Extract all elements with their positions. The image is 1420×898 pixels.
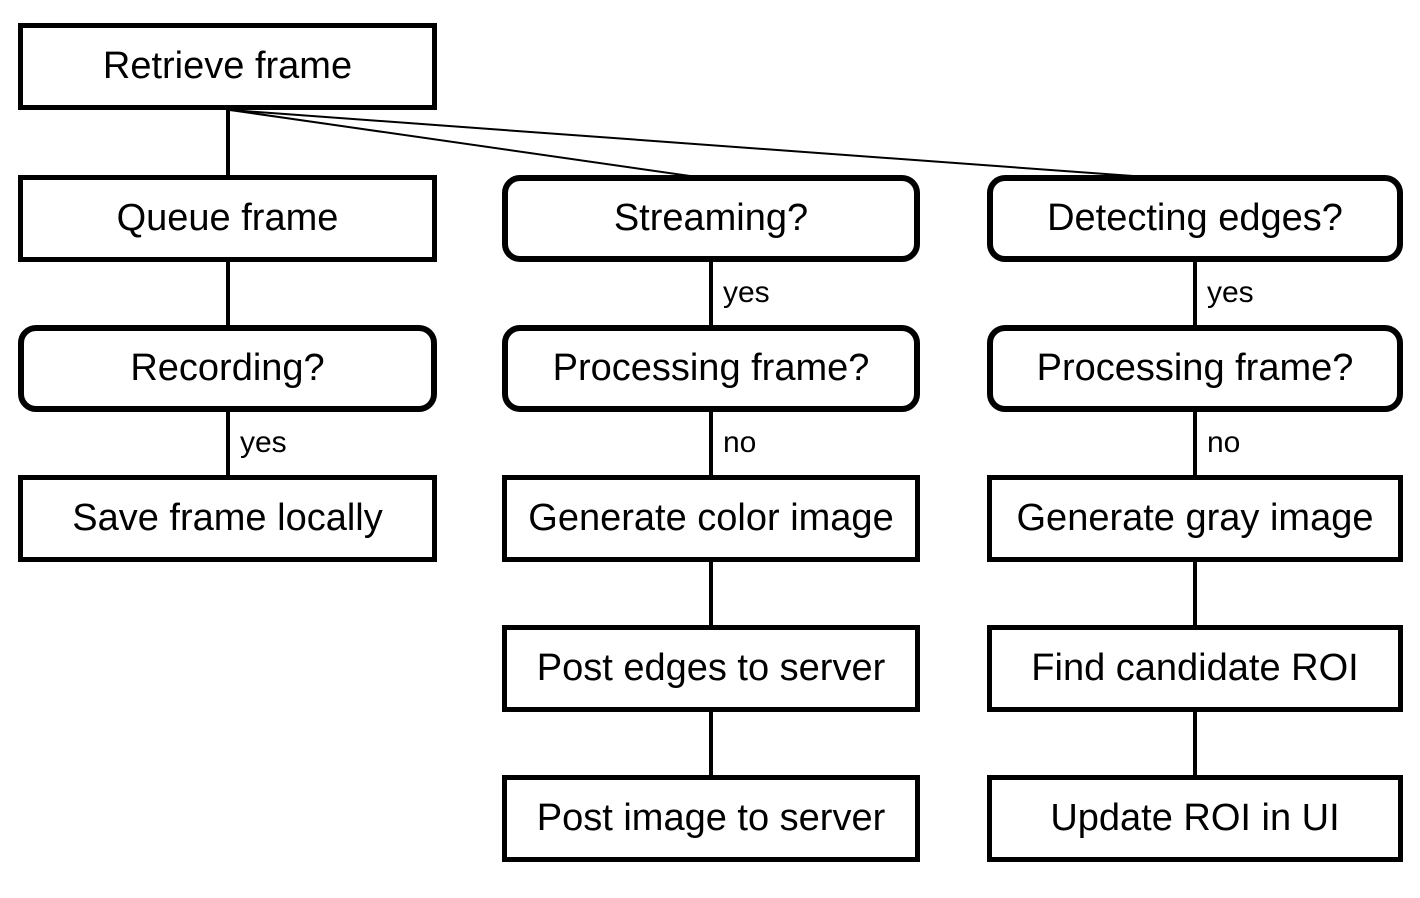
node-detecting-edges: Detecting edges? <box>987 175 1403 262</box>
edge-label-processing-detecting-no: no <box>1207 426 1241 459</box>
edge-label-detecting-yes: yes <box>1207 276 1254 309</box>
edge-retrieve-frame-to-streaming <box>229 109 691 177</box>
node-processing-frame-detecting: Processing frame? <box>987 325 1403 412</box>
node-retrieve-frame: Retrieve frame <box>18 23 437 110</box>
node-processing-frame-streaming: Processing frame? <box>502 325 920 412</box>
node-streaming: Streaming? <box>502 175 920 262</box>
node-find-candidate-roi: Find candidate ROI <box>987 625 1403 712</box>
node-update-roi-in-ui: Update ROI in UI <box>987 775 1403 862</box>
edge-label-streaming-yes: yes <box>723 276 770 309</box>
edge-label-recording-yes: yes <box>240 426 287 459</box>
edge-label-processing-streaming-no: no <box>723 426 757 459</box>
node-recording: Recording? <box>18 325 437 412</box>
node-post-image-to-server: Post image to server <box>502 775 920 862</box>
node-queue-frame: Queue frame <box>18 175 437 262</box>
edge-retrieve-frame-to-detecting-edges <box>229 109 1134 177</box>
node-post-edges-to-server: Post edges to server <box>502 625 920 712</box>
node-save-frame-locally: Save frame locally <box>18 475 437 562</box>
node-generate-gray-image: Generate gray image <box>987 475 1403 562</box>
node-generate-color-image: Generate color image <box>502 475 920 562</box>
